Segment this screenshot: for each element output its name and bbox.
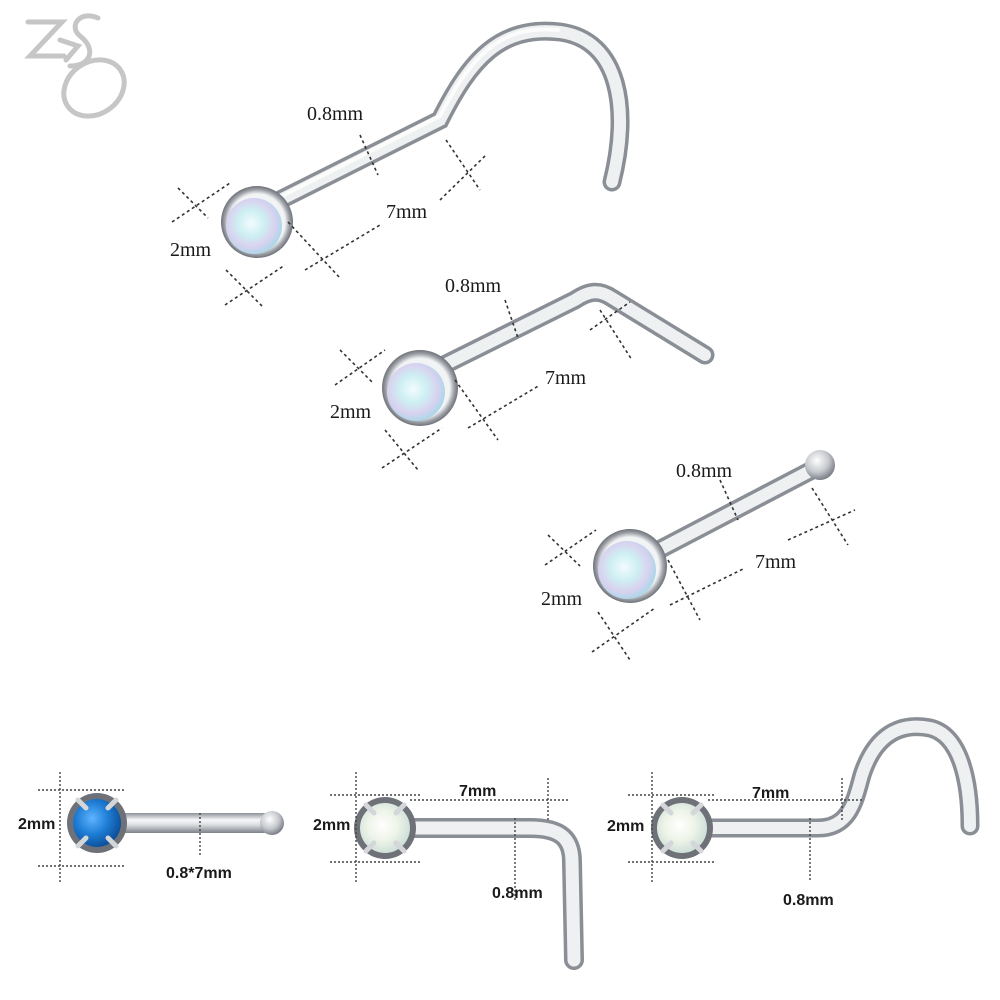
product-2-stone-label: 2mm	[330, 401, 372, 423]
bottom-1-size-label: 0.8*7mm	[166, 865, 232, 882]
dimension-lines-4	[38, 772, 201, 884]
dimension-lines-6	[628, 772, 862, 882]
bottom-2-stone-label: 2mm	[313, 817, 351, 834]
nose-screw-large	[221, 21, 630, 258]
dimension-lines-1	[171, 134, 487, 307]
nose-bone-large	[593, 450, 835, 603]
nose-l-shape-small-white	[354, 797, 584, 970]
bottom-3-length-label: 7mm	[752, 785, 790, 802]
bottom-1-stone-label: 2mm	[18, 816, 56, 833]
dimension-lines-2	[334, 299, 633, 471]
product-1-length-label: 7mm	[386, 201, 428, 223]
bottom-3-stone-label: 2mm	[607, 818, 645, 835]
dimension-lines-5	[330, 772, 570, 900]
dimension-lines-3	[544, 479, 856, 661]
product-2-diameter-label: 0.8mm	[445, 275, 502, 297]
bottom-2-length-label: 7mm	[459, 783, 497, 800]
product-1-stone-label: 2mm	[170, 239, 212, 261]
nose-screw-small-white	[651, 717, 980, 859]
brand-logo-icon	[24, 13, 127, 119]
product-3-length-label: 7mm	[755, 551, 797, 573]
product-2-length-label: 7mm	[545, 367, 587, 389]
product-3-stone-label: 2mm	[541, 588, 583, 610]
bottom-3-diameter-label: 0.8mm	[783, 892, 834, 909]
nose-l-shape-large	[382, 282, 715, 426]
bottom-2-diameter-label: 0.8mm	[492, 885, 543, 902]
product-3-diameter-label: 0.8mm	[676, 460, 733, 482]
product-1-diameter-label: 0.8mm	[307, 103, 364, 125]
nose-bone-small-blue	[67, 793, 284, 853]
